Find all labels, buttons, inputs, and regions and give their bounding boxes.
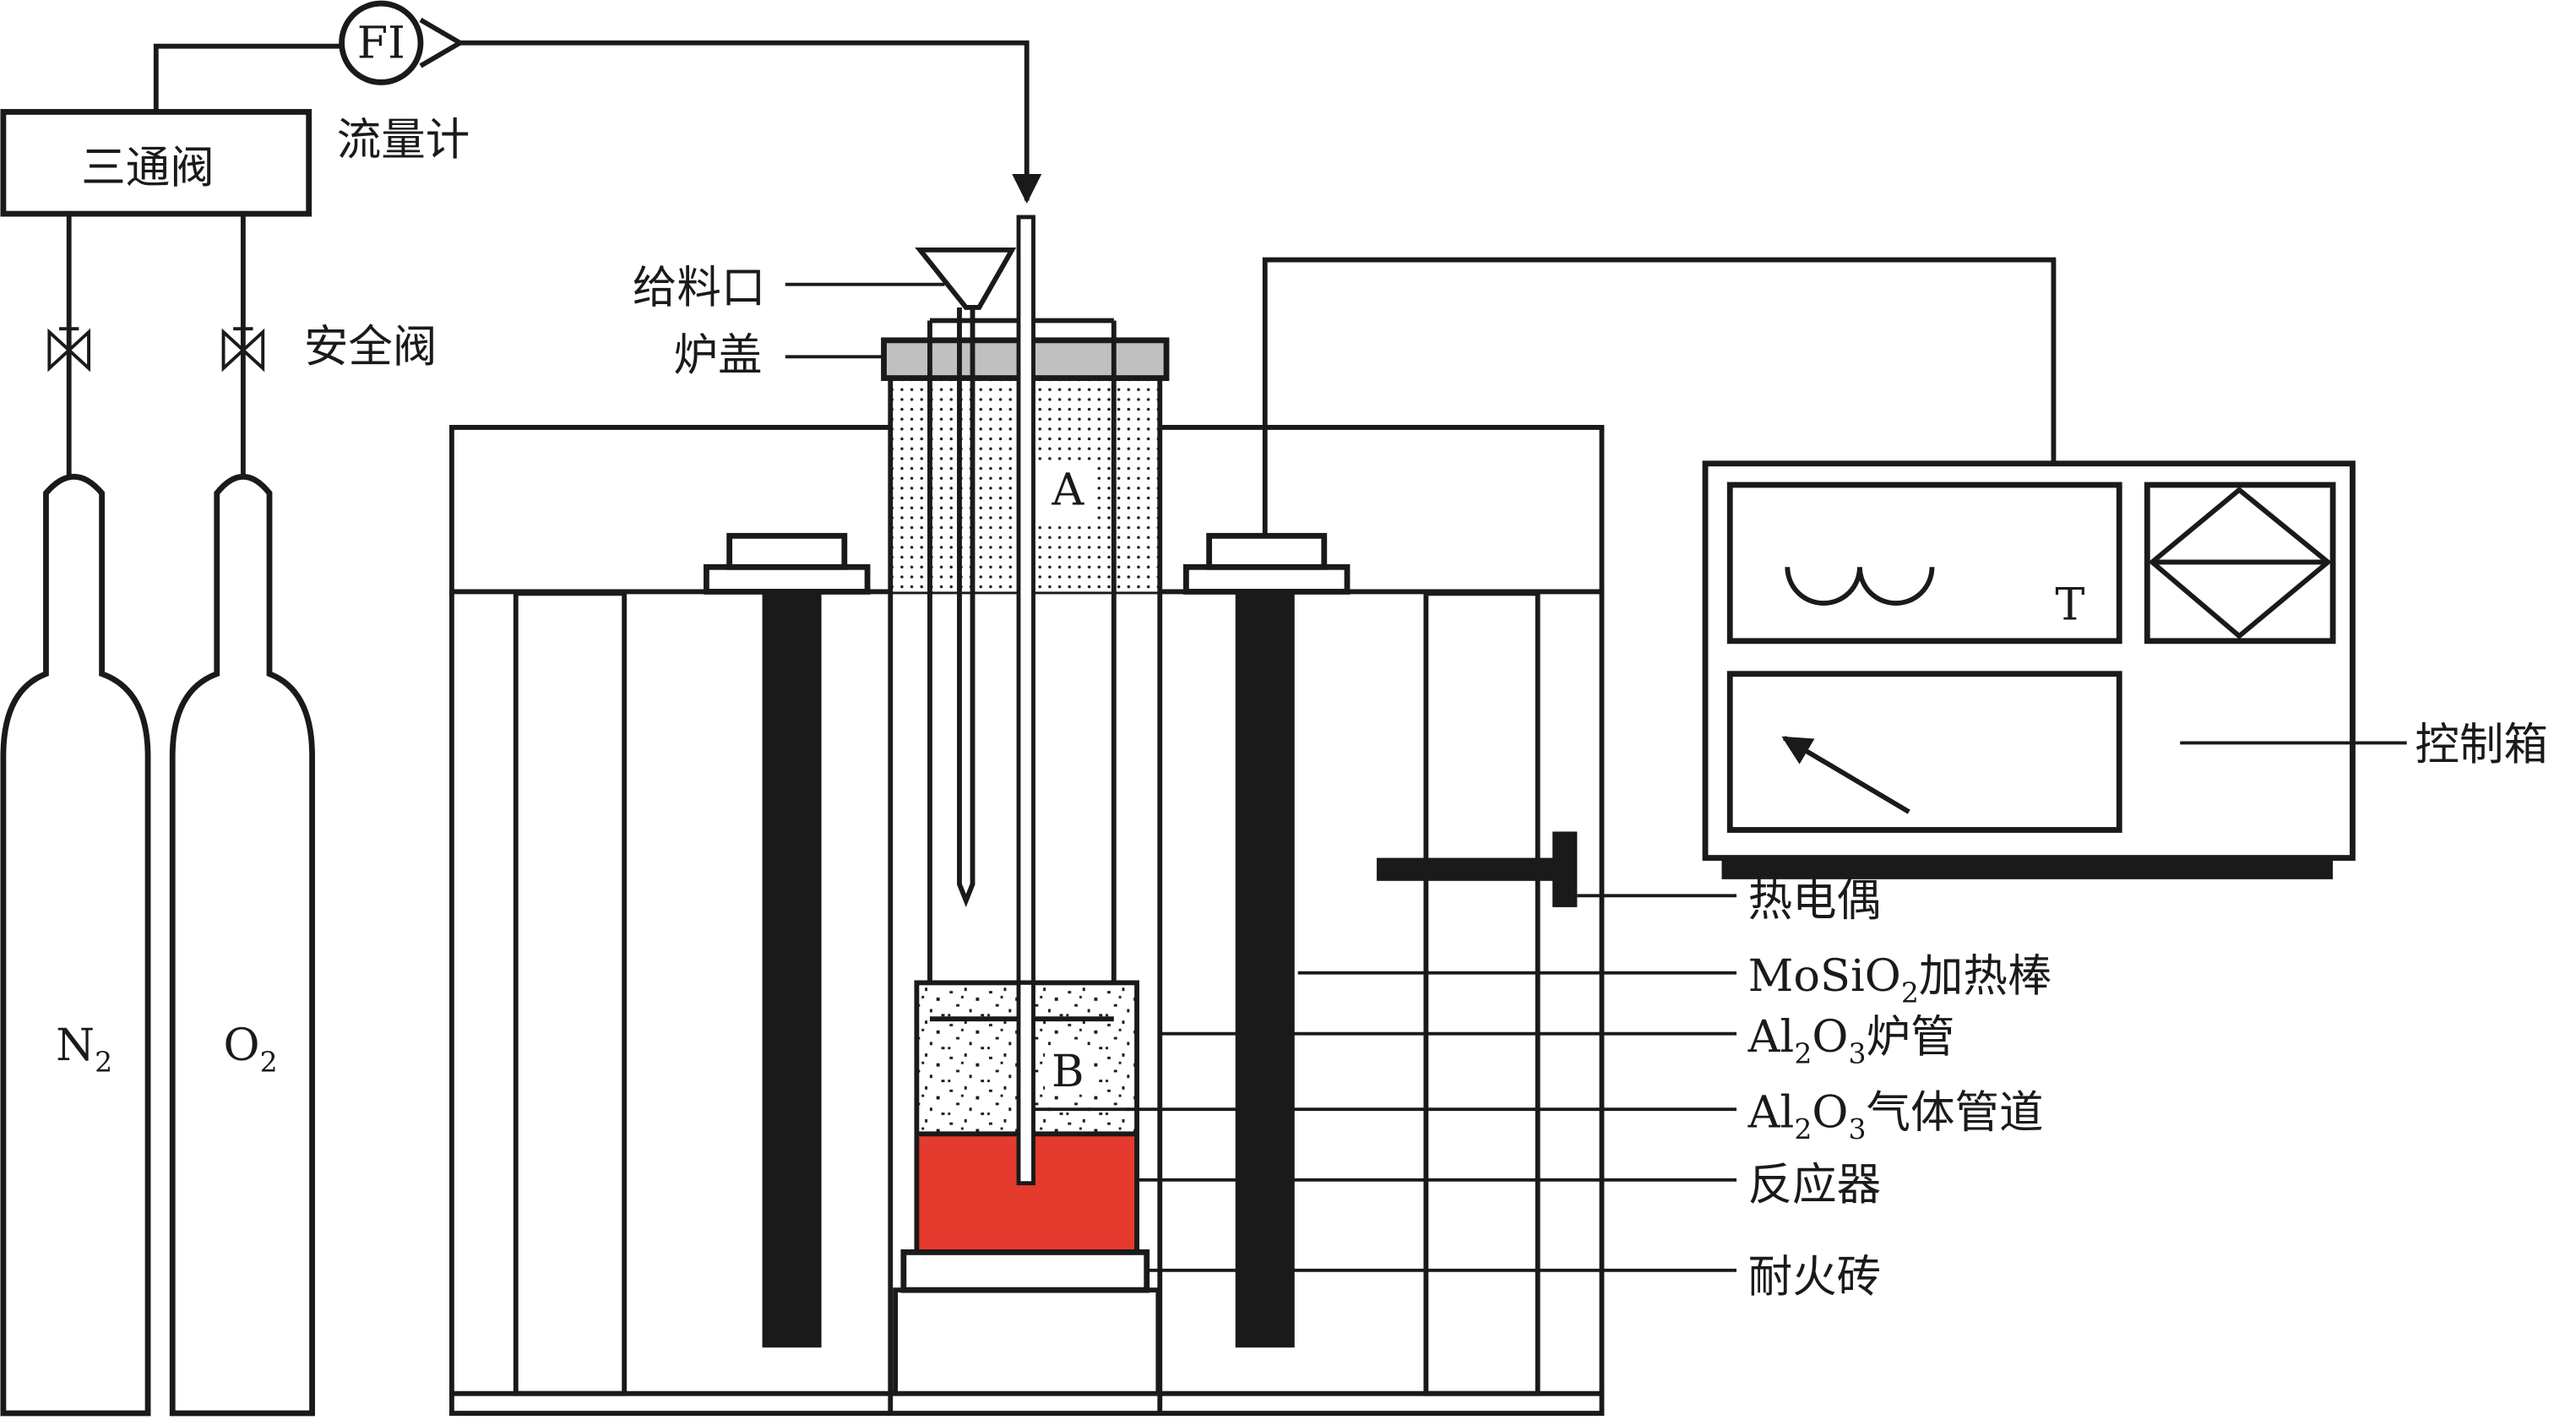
safety-valve-icon — [47, 327, 90, 373]
feed-tube — [957, 307, 976, 907]
n2-label: N2 — [56, 1020, 112, 1079]
n2-cylinder: N2 — [0, 473, 151, 1417]
meter-panel — [1726, 671, 2122, 833]
furnace-lid-label: 炉盖 — [674, 329, 763, 381]
control-cable — [1262, 257, 2057, 536]
insulation-right — [1423, 590, 1541, 1396]
control-box: T — [1702, 460, 2356, 879]
insulation-left — [513, 590, 628, 1396]
zone-a-label: A — [1051, 464, 1084, 515]
o2-cylinder: O2 — [169, 473, 315, 1417]
three-way-valve-label: 三通阀 — [81, 142, 215, 193]
heater-rod-left — [762, 591, 822, 1348]
firebrick — [900, 1249, 1150, 1293]
furnace-shell — [448, 425, 1605, 1416]
safety-valve-icon — [221, 327, 265, 373]
feed-port-label: 给料口 — [633, 262, 766, 313]
firebrick-label: 耐火砖 — [1748, 1251, 1882, 1303]
diamond-indicator-icon — [2148, 487, 2332, 639]
flow-indicator-arrow-icon — [419, 18, 465, 68]
gas-line-to-flowmeter — [153, 43, 342, 112]
flow-indicator-label: FI — [357, 17, 405, 68]
heater-terminal-right — [1182, 563, 1350, 595]
gas-line-to-furnace — [459, 40, 1042, 204]
o2-label: O2 — [224, 1020, 278, 1079]
heater-terminal-left — [704, 563, 871, 595]
furnace: A B — [448, 215, 1605, 1416]
safety-valve-label: 安全阀 — [304, 321, 437, 373]
gas-supply: FI 流量计 三通阀 安全阀 — [0, 0, 1042, 477]
furnace-tube-label: Al2O3炉管 — [1747, 1011, 1955, 1070]
flowmeter-label: 流量计 — [337, 114, 470, 166]
feed-funnel — [915, 247, 1017, 310]
temperature-label: T — [2055, 579, 2084, 631]
heater-rod-right — [1235, 591, 1295, 1348]
heating-coil-icon — [1785, 567, 1935, 606]
zone-b-label: B — [1052, 1046, 1084, 1097]
control-box-label: 控制箱 — [2415, 719, 2548, 770]
temperature-panel — [1726, 481, 2122, 645]
three-way-valve-box — [0, 109, 312, 217]
thermocouple-label: 热电偶 — [1748, 875, 1882, 927]
gas-pipe-label: Al2O3气体管道 — [1747, 1087, 2044, 1146]
thermocouple — [1377, 857, 1558, 881]
furnace-tube-walls — [888, 378, 1163, 1414]
reactor-label: 反应器 — [1748, 1159, 1882, 1211]
callouts: 给料口 炉盖 控制箱 热电偶 MoSiO2加热棒 Al2O3炉管 Al2O3气体… — [633, 262, 2548, 1303]
meter-needle-icon — [1781, 736, 1910, 814]
flow-indicator — [339, 0, 424, 85]
heater-label: MoSiO2加热棒 — [1748, 950, 2052, 1009]
